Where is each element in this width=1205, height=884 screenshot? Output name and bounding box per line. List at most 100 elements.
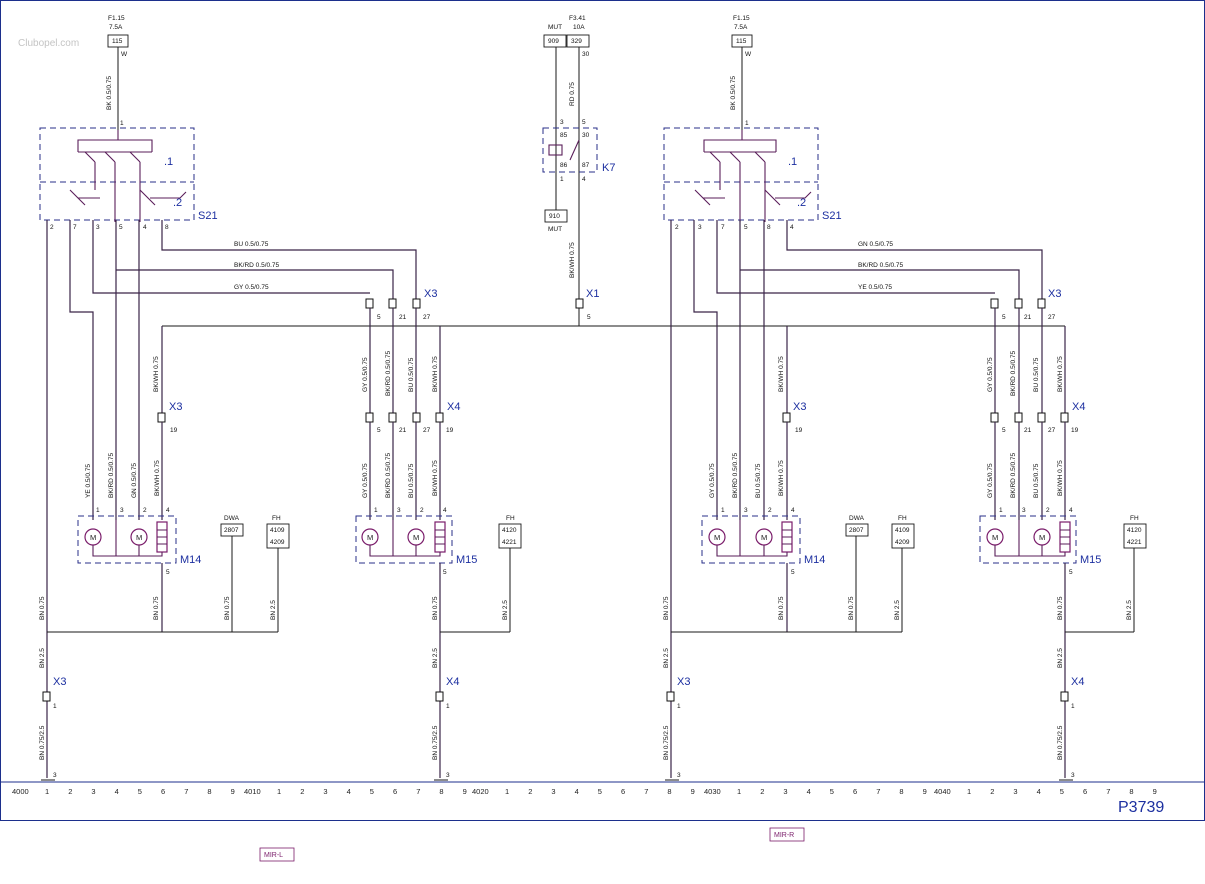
fuse-pin: 30 (582, 51, 590, 58)
pin-label: 1 (53, 703, 57, 710)
pin-label: 1 (560, 176, 564, 183)
mirror-tag-right-box (769, 827, 805, 842)
wire-label: BN 0.75 (153, 596, 160, 620)
wire-label: RD 0.75 (569, 82, 576, 106)
pin-label: 19 (1071, 427, 1079, 434)
wire-label: BK/WH 0.75 (153, 356, 160, 392)
wire-label: BK/WH 0.75 (569, 242, 576, 278)
fuse-name: F3.41 (569, 15, 586, 22)
watermark: Clubopel.com (18, 38, 79, 49)
ref-number: 4120 (1127, 527, 1142, 534)
connector-label: X3 (1048, 288, 1061, 300)
wire-label: BK/RD 0.5/0.75 (1010, 350, 1017, 396)
pin-label: 5 (587, 314, 591, 321)
wire-label: GY 0.5/0.75 (234, 284, 269, 291)
mirror-motor-m15 (355, 515, 453, 564)
pin-label: 1 (745, 120, 749, 127)
wire-label: BN 0.75 (39, 596, 46, 620)
pin-label: 27 (1048, 314, 1056, 321)
fuse-terminal: 909 (548, 38, 559, 45)
ruler-tick-label: 5 (370, 787, 374, 796)
wire-label: BN 2.5 (270, 600, 277, 620)
pin-label: 27 (1048, 427, 1056, 434)
mirror-tag-right: MIR-R (774, 832, 794, 839)
connector-label: X1 (586, 288, 599, 300)
motor-pin: 5 (443, 569, 447, 576)
pin-label: 19 (795, 427, 803, 434)
ruler-tick-label: 9 (231, 787, 235, 796)
relay-pin: 30 (582, 132, 590, 139)
fuse-terminal: 115 (112, 38, 123, 45)
ruler-tick-label: 4 (575, 787, 579, 796)
connector-label: X4 (1071, 676, 1084, 688)
ref-number: 4120 (502, 527, 517, 534)
ruler-tick-label: 4 (115, 787, 119, 796)
motor-pin: 2 (420, 507, 424, 514)
switch-outline (39, 127, 195, 221)
switch-contacts (694, 130, 812, 222)
motor-symbol: M (413, 533, 419, 542)
wire-label: BK/WH 0.75 (154, 460, 161, 496)
pin-label: 8 (165, 224, 169, 231)
motor-pin: 2 (143, 507, 147, 514)
switch-position-1: .1 (164, 156, 173, 168)
ref-number: 4209 (895, 539, 910, 546)
wire-label: YE 0.5/0.75 (85, 464, 92, 498)
mirror-tag-left-box (259, 847, 295, 862)
ruler-block-label: 4020 (472, 787, 489, 796)
ruler-block-label: 4040 (934, 787, 951, 796)
ruler-tick-label: 7 (184, 787, 188, 796)
wire-label: BK 0.5/0.75 (730, 76, 737, 110)
ruler-tick-label: 5 (598, 787, 602, 796)
connector-x3 (365, 298, 421, 309)
fuse-terminal: 115 (736, 38, 747, 45)
fuse-rating: 10A (573, 24, 585, 31)
ruler-tick-label: 4 (1037, 787, 1041, 796)
pin-label: 4 (582, 176, 586, 183)
wire-label: BN 0.75 (778, 596, 785, 620)
pin-label: 1 (446, 703, 450, 710)
connector-x3 (990, 298, 1046, 309)
ruler-tick-label: 8 (207, 787, 211, 796)
ref-number: 4109 (895, 527, 910, 534)
motor-name: M15 (456, 554, 477, 566)
wire-label: BK/WH 0.75 (432, 460, 439, 496)
connector-x4 (365, 412, 444, 423)
wire-label: BN 0.75 (1057, 596, 1064, 620)
pin-label: 19 (170, 427, 178, 434)
pin-label: 21 (1024, 314, 1032, 321)
wire-label: BN 2.5 (502, 600, 509, 620)
wire-label: BK/WH 0.75 (1057, 460, 1064, 496)
wire-label: BK/RD 0.5/0.75 (858, 262, 904, 269)
ref-number: 2807 (224, 527, 239, 534)
switch-position-1: .1 (788, 156, 797, 168)
motor-pin: 1 (374, 507, 378, 514)
ref-number: 4209 (270, 539, 285, 546)
wire-label: BU 0.5/0.75 (1033, 463, 1040, 498)
relay-coil (548, 144, 563, 156)
ref-number: 4109 (270, 527, 285, 534)
pin-label: 3 (96, 224, 100, 231)
switch-name: S21 (198, 210, 218, 222)
pin-label: 3 (560, 119, 564, 126)
ref-box (1123, 523, 1147, 549)
wire-label: GY 0.5/0.75 (362, 463, 369, 498)
motor-pin: 5 (791, 569, 795, 576)
ruler-tick-label: 9 (923, 787, 927, 796)
motor-pin: 4 (166, 507, 170, 514)
wire-label: BK/RD 0.5/0.75 (234, 262, 280, 269)
ruler-block-label: 4000 (12, 787, 29, 796)
ruler-block-label: 4030 (704, 787, 721, 796)
motor-symbol: M (90, 533, 96, 542)
motor-pin: 1 (999, 507, 1003, 514)
pin-label: 1 (120, 120, 124, 127)
motor-name: M14 (180, 554, 201, 566)
ruler-tick-label: 7 (416, 787, 420, 796)
connector-x4-lower (435, 691, 444, 702)
motor-pin: 1 (96, 507, 100, 514)
motor-pin: 4 (791, 507, 795, 514)
ruler-tick-label: 6 (1083, 787, 1087, 796)
pin-label: 3 (698, 224, 702, 231)
